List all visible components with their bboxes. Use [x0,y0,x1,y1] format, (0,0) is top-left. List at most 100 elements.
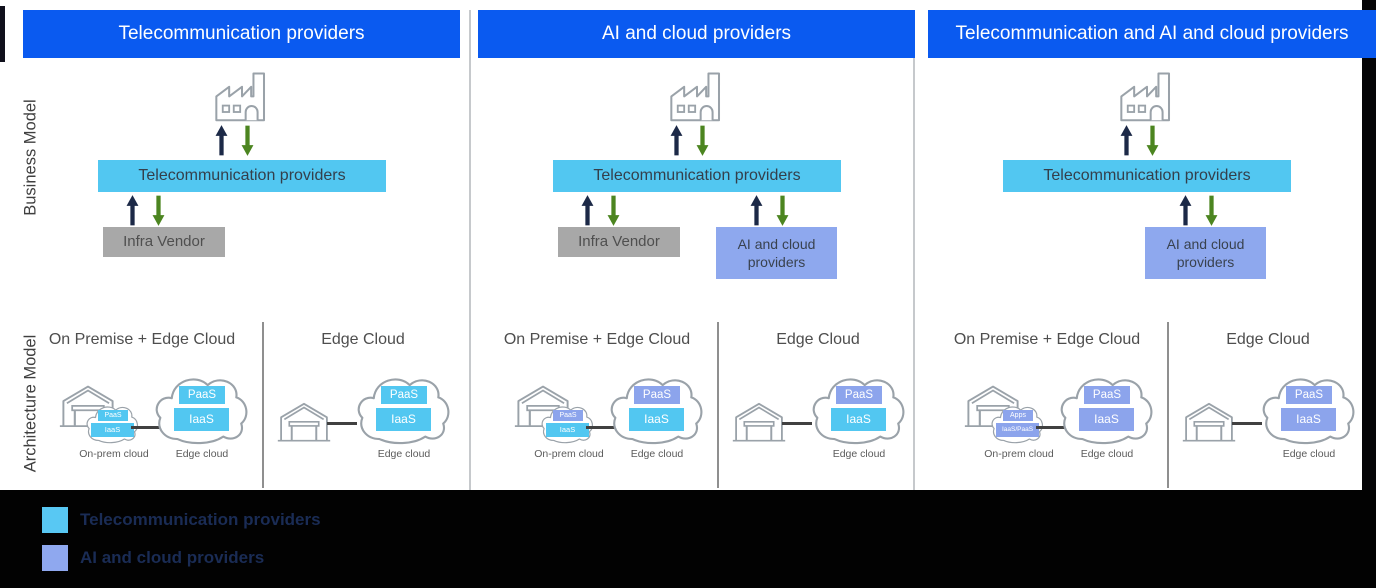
architecture-divider [717,322,719,488]
factory-icon [1114,68,1180,123]
edge-cloud-caption: Edge cloud [175,448,229,460]
legend-swatch-telecom [42,507,68,533]
down-arrow-icon [696,124,709,157]
arrow-pair [750,194,789,227]
iaas-box: IaaS [1079,408,1134,431]
arrow-pair [1179,194,1218,227]
column-telecom: Telecommunication providers Telecommunic… [23,0,460,490]
factory-icon [664,68,730,123]
up-arrow-icon [1120,124,1133,157]
edge-cloud-icon: PaaS IaaS [1058,366,1156,450]
down-arrow-icon [1146,124,1159,157]
onprem-cloud-caption: On-prem cloud [79,448,149,460]
edge-title: Edge Cloud [1226,331,1310,348]
column-separator [913,10,915,490]
paas-box: PaaS [836,386,882,404]
onprem-cloud-icon: Apps IaaS/PaaS [990,400,1045,446]
edge-cloud-icon: PaaS IaaS [355,366,453,450]
up-arrow-icon [215,124,228,157]
connector-line [131,426,175,429]
up-arrow-icon [750,194,763,227]
iaas-box: IaaS [1281,408,1336,431]
legend: Telecommunication providers AI and cloud… [0,490,1376,588]
arrow-pair [670,124,709,157]
paas-box: PaaS [1084,386,1130,404]
down-arrow-icon [607,194,620,227]
column-ai-cloud: AI and cloud providers Telecommunication… [478,0,915,490]
edge-cloud-icon: PaaS IaaS [810,366,908,450]
up-arrow-icon [1179,194,1192,227]
edge-cloud-caption: Edge cloud [377,448,431,460]
edge-cloud-icon: PaaS IaaS [1260,366,1358,450]
up-arrow-icon [126,194,139,227]
column-separator [469,10,471,490]
iaas-box: IaaS [91,423,134,437]
edge-cloud-icon: PaaS IaaS [153,366,251,450]
connector-line [1036,426,1080,429]
factory-icon [209,68,275,123]
edge-title: Edge Cloud [321,331,405,348]
onprem-cloud-icon: PaaS IaaS [540,400,595,446]
paas-box: PaaS [634,386,680,404]
right-black-strip [1362,0,1376,588]
down-arrow-icon [152,194,165,227]
apps-box: Apps [1003,410,1033,421]
architecture-divider [262,322,264,488]
column-header: Telecommunication providers [23,10,460,58]
infra-vendor-box: Infra Vendor [103,227,225,257]
telecom-providers-box: Telecommunication providers [553,160,841,192]
paas-box: PaaS [1286,386,1332,404]
down-arrow-icon [1205,194,1218,227]
iaas-box: IaaS [629,408,684,431]
architecture-divider [1167,322,1169,488]
paas-box: PaaS [553,410,583,421]
down-arrow-icon [776,194,789,227]
infra-vendor-box: Infra Vendor [558,227,680,257]
connector-line [586,426,630,429]
edge-cloud-caption: Edge cloud [630,448,684,460]
arrow-pair [126,194,165,227]
iaas-box: IaaS [376,408,431,431]
edge-cloud-caption: Edge cloud [1282,448,1336,460]
arrow-pair [215,124,254,157]
column-header: Telecommunication and AI and cloud provi… [928,10,1376,58]
telecom-providers-box: Telecommunication providers [98,160,386,192]
onprem-cloud-icon: PaaS IaaS [85,400,140,446]
paas-box: PaaS [179,386,225,404]
iaas-box: IaaS [831,408,886,431]
up-arrow-icon [670,124,683,157]
column-header: AI and cloud providers [478,10,915,58]
warehouse-icon [1182,398,1236,444]
left-dark-strip [0,6,5,62]
column-telecom-and-ai-cloud: Telecommunication and AI and cloud provi… [928,0,1376,490]
iaas-box: IaaS [174,408,229,431]
legend-swatch-ai-cloud [42,545,68,571]
telecom-providers-box: Telecommunication providers [1003,160,1291,192]
onprem-cloud-caption: On-prem cloud [984,448,1054,460]
legend-label-ai-cloud: AI and cloud providers [80,548,265,567]
onprem-edge-title: On Premise + Edge Cloud [953,331,1141,348]
onprem-cloud-caption: On-prem cloud [534,448,604,460]
legend-label-telecom: Telecommunication providers [80,510,321,529]
onprem-edge-title: On Premise + Edge Cloud [503,331,691,348]
paas-box: PaaS [381,386,427,404]
iaas-paas-box: IaaS/PaaS [996,423,1039,437]
connector-line [782,422,812,425]
ai-cloud-providers-box: AI and cloud providers [716,227,837,279]
ai-cloud-providers-box: AI and cloud providers [1145,227,1266,279]
paas-box: PaaS [98,410,128,421]
down-arrow-icon [241,124,254,157]
arrow-pair [581,194,620,227]
edge-cloud-icon: PaaS IaaS [608,366,706,450]
edge-cloud-caption: Edge cloud [832,448,886,460]
connector-line [327,422,357,425]
arrow-pair [1120,124,1159,157]
up-arrow-icon [581,194,594,227]
connector-line [1232,422,1262,425]
edge-title: Edge Cloud [776,331,860,348]
iaas-box: IaaS [546,423,589,437]
edge-cloud-caption: Edge cloud [1080,448,1134,460]
onprem-edge-title: On Premise + Edge Cloud [48,331,236,348]
warehouse-icon [732,398,786,444]
